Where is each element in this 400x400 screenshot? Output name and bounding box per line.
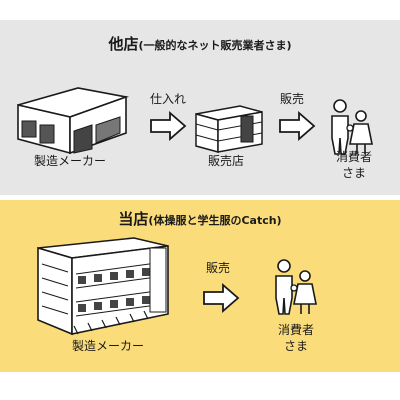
our-node-consumer-line1: 消費者 bbox=[277, 323, 314, 337]
flow-label-purchase: 仕入れ bbox=[149, 92, 186, 106]
shop-building-icon bbox=[195, 105, 263, 153]
our-store-title: 当店(体操服と学生服のCatch) bbox=[0, 208, 400, 229]
arrow-right-icon bbox=[203, 283, 240, 313]
our-node-consumer-line2: さま bbox=[283, 339, 308, 353]
our-node-manufacturer: 製造メーカー bbox=[71, 339, 144, 353]
node-consumer-line1: 消費者 bbox=[335, 150, 372, 164]
flow-label-sale: 販売 bbox=[279, 92, 304, 106]
arrow-right-icon bbox=[150, 111, 187, 141]
large-factory-icon bbox=[37, 237, 169, 336]
our-store-title-main: 当店 bbox=[118, 210, 149, 228]
flow-label-direct-sale: 販売 bbox=[205, 261, 230, 275]
arrow-right-icon bbox=[279, 111, 316, 141]
other-stores-title-main: 他店 bbox=[108, 35, 139, 53]
node-consumer-line2: さま bbox=[341, 166, 366, 180]
family-icon bbox=[331, 99, 373, 155]
our-store-title-sub: (体操服と学生服のCatch) bbox=[148, 214, 282, 227]
other-stores-title-sub: (一般的なネット販売業者さま) bbox=[138, 39, 292, 52]
other-stores-panel: 他店(一般的なネット販売業者さま) 仕入れ 販売 bbox=[0, 20, 400, 195]
other-stores-title: 他店(一般的なネット販売業者さま) bbox=[0, 33, 400, 54]
node-manufacturer: 製造メーカー bbox=[33, 154, 106, 168]
our-store-panel: 当店(体操服と学生服のCatch) bbox=[0, 200, 400, 372]
factory-icon bbox=[17, 87, 130, 155]
node-retailer: 販売店 bbox=[207, 154, 244, 168]
family-icon bbox=[275, 259, 317, 315]
